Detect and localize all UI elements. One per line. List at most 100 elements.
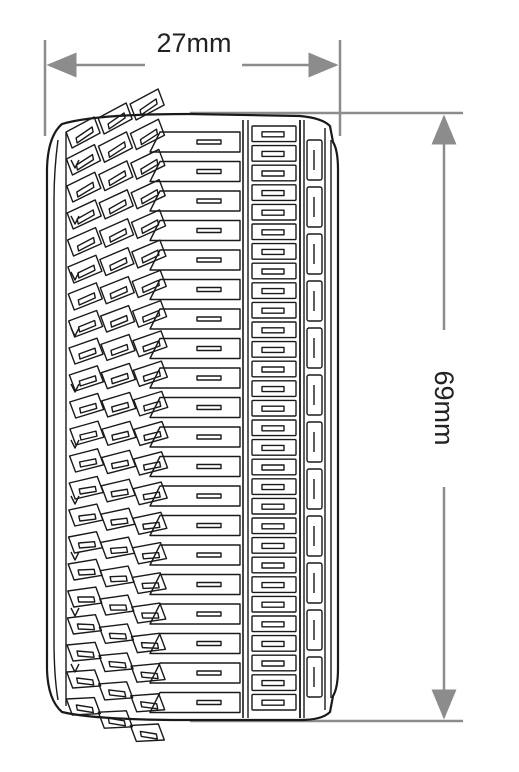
- rib-sipe: [261, 581, 285, 589]
- tread-block: [132, 451, 169, 476]
- shoulder-sipe: [196, 198, 222, 204]
- left-sidewall-line: [53, 139, 59, 701]
- shoulder-block: [149, 190, 241, 212]
- tread-sipe: [109, 256, 128, 272]
- sidewall-block: [306, 468, 323, 510]
- shoulder-sipe: [196, 345, 222, 352]
- shoulder-sipe: [196, 286, 222, 293]
- tread-sipe: [141, 612, 160, 619]
- tread-sipe: [110, 459, 130, 470]
- tread-sipe: [77, 568, 96, 576]
- tread-sipe: [78, 513, 97, 522]
- tread-block: [132, 481, 168, 506]
- shoulder-block: [149, 396, 241, 419]
- shoulder-v-mark: [70, 439, 80, 449]
- shoulder-block: [149, 278, 241, 301]
- sidewall-block: [306, 280, 323, 322]
- rib-sipe: [261, 425, 285, 432]
- rib-block: [251, 223, 297, 241]
- tread-block: [129, 118, 166, 151]
- tread-sipe: [111, 430, 130, 441]
- rib-sipe: [261, 621, 285, 628]
- tread-block: [97, 681, 134, 701]
- tread-block: [98, 160, 134, 192]
- rib-block: [251, 438, 297, 456]
- rib-sipe: [261, 385, 285, 393]
- rib-sipe: [261, 189, 285, 197]
- tread-sipe: [142, 340, 161, 353]
- shoulder-sipe: [196, 581, 222, 588]
- tread-sipe: [111, 401, 130, 413]
- tread-sipe: [140, 158, 159, 175]
- shoulder-sipe: [196, 404, 222, 411]
- tread-sipe: [76, 623, 96, 631]
- tread-block: [130, 662, 166, 683]
- tread-block: [131, 299, 168, 328]
- shoulder-v-mark: [70, 607, 80, 617]
- rib-sipe: [261, 523, 285, 530]
- tread-block: [99, 275, 135, 305]
- tread-block: [100, 333, 136, 362]
- shoulder-block: [149, 485, 241, 507]
- rib-block: [251, 144, 297, 162]
- tread-sipe: [108, 660, 127, 669]
- shoulder-block: [149, 691, 241, 714]
- rib-sipe: [261, 444, 285, 452]
- sidewall-block: [306, 562, 323, 604]
- shoulder-block: [149, 603, 241, 625]
- sidewall-block: [306, 421, 323, 463]
- tread-block: [131, 269, 167, 299]
- tread-sipe: [140, 219, 160, 235]
- tire-outline: [45, 112, 340, 722]
- tread-sipe: [110, 517, 129, 526]
- rib-block: [251, 301, 297, 319]
- shoulder-sipe: [196, 699, 222, 706]
- sidewall-block: [306, 186, 323, 228]
- shoulder-sipe: [196, 375, 222, 381]
- shoulder-v-mark: [70, 271, 80, 281]
- tread-sipe: [107, 717, 127, 727]
- shoulder-sipe: [196, 522, 222, 529]
- tread-sipe: [75, 677, 95, 686]
- tread-block: [99, 304, 136, 333]
- rib-block: [251, 380, 297, 398]
- rib-sipe: [261, 248, 285, 256]
- tread-block: [101, 420, 137, 446]
- rib-block: [251, 478, 297, 496]
- tread-sipe: [140, 671, 159, 680]
- rib-block: [251, 693, 297, 711]
- tread-block: [129, 88, 165, 121]
- shoulder-sipe: [196, 227, 222, 234]
- rib-sipe: [261, 562, 285, 569]
- tread-block: [101, 391, 137, 418]
- tread-block: [68, 365, 105, 392]
- rib-block: [251, 458, 297, 476]
- shoulder-v-mark: [70, 663, 80, 673]
- tread-sipe: [142, 521, 161, 530]
- shoulder-sipe: [196, 434, 222, 440]
- tread-block: [65, 143, 102, 176]
- tread-sipe: [109, 546, 129, 555]
- tread-sipe: [143, 400, 162, 412]
- tread-block: [69, 392, 105, 419]
- tread-sipe: [107, 112, 126, 130]
- rib-block: [251, 203, 297, 221]
- sidewall-block: [306, 233, 323, 275]
- rib-block: [251, 262, 297, 280]
- tread-block: [66, 226, 103, 257]
- shoulder-sipe: [196, 257, 222, 263]
- rib-sipe: [261, 601, 285, 608]
- rib-block: [251, 399, 297, 417]
- rib-sipe: [261, 268, 285, 275]
- shoulder-sipe: [196, 670, 222, 676]
- rib-sipe: [261, 405, 285, 412]
- shoulder-block: [149, 544, 241, 566]
- tread-block: [68, 337, 104, 365]
- width-label: 27mm: [156, 28, 231, 58]
- sidewall-block: [306, 327, 323, 369]
- rib-sipe: [261, 464, 285, 471]
- tread-sipe: [139, 730, 159, 740]
- tread-sipe: [110, 343, 129, 357]
- shoulder-block: [149, 514, 241, 537]
- tread-block: [98, 218, 135, 248]
